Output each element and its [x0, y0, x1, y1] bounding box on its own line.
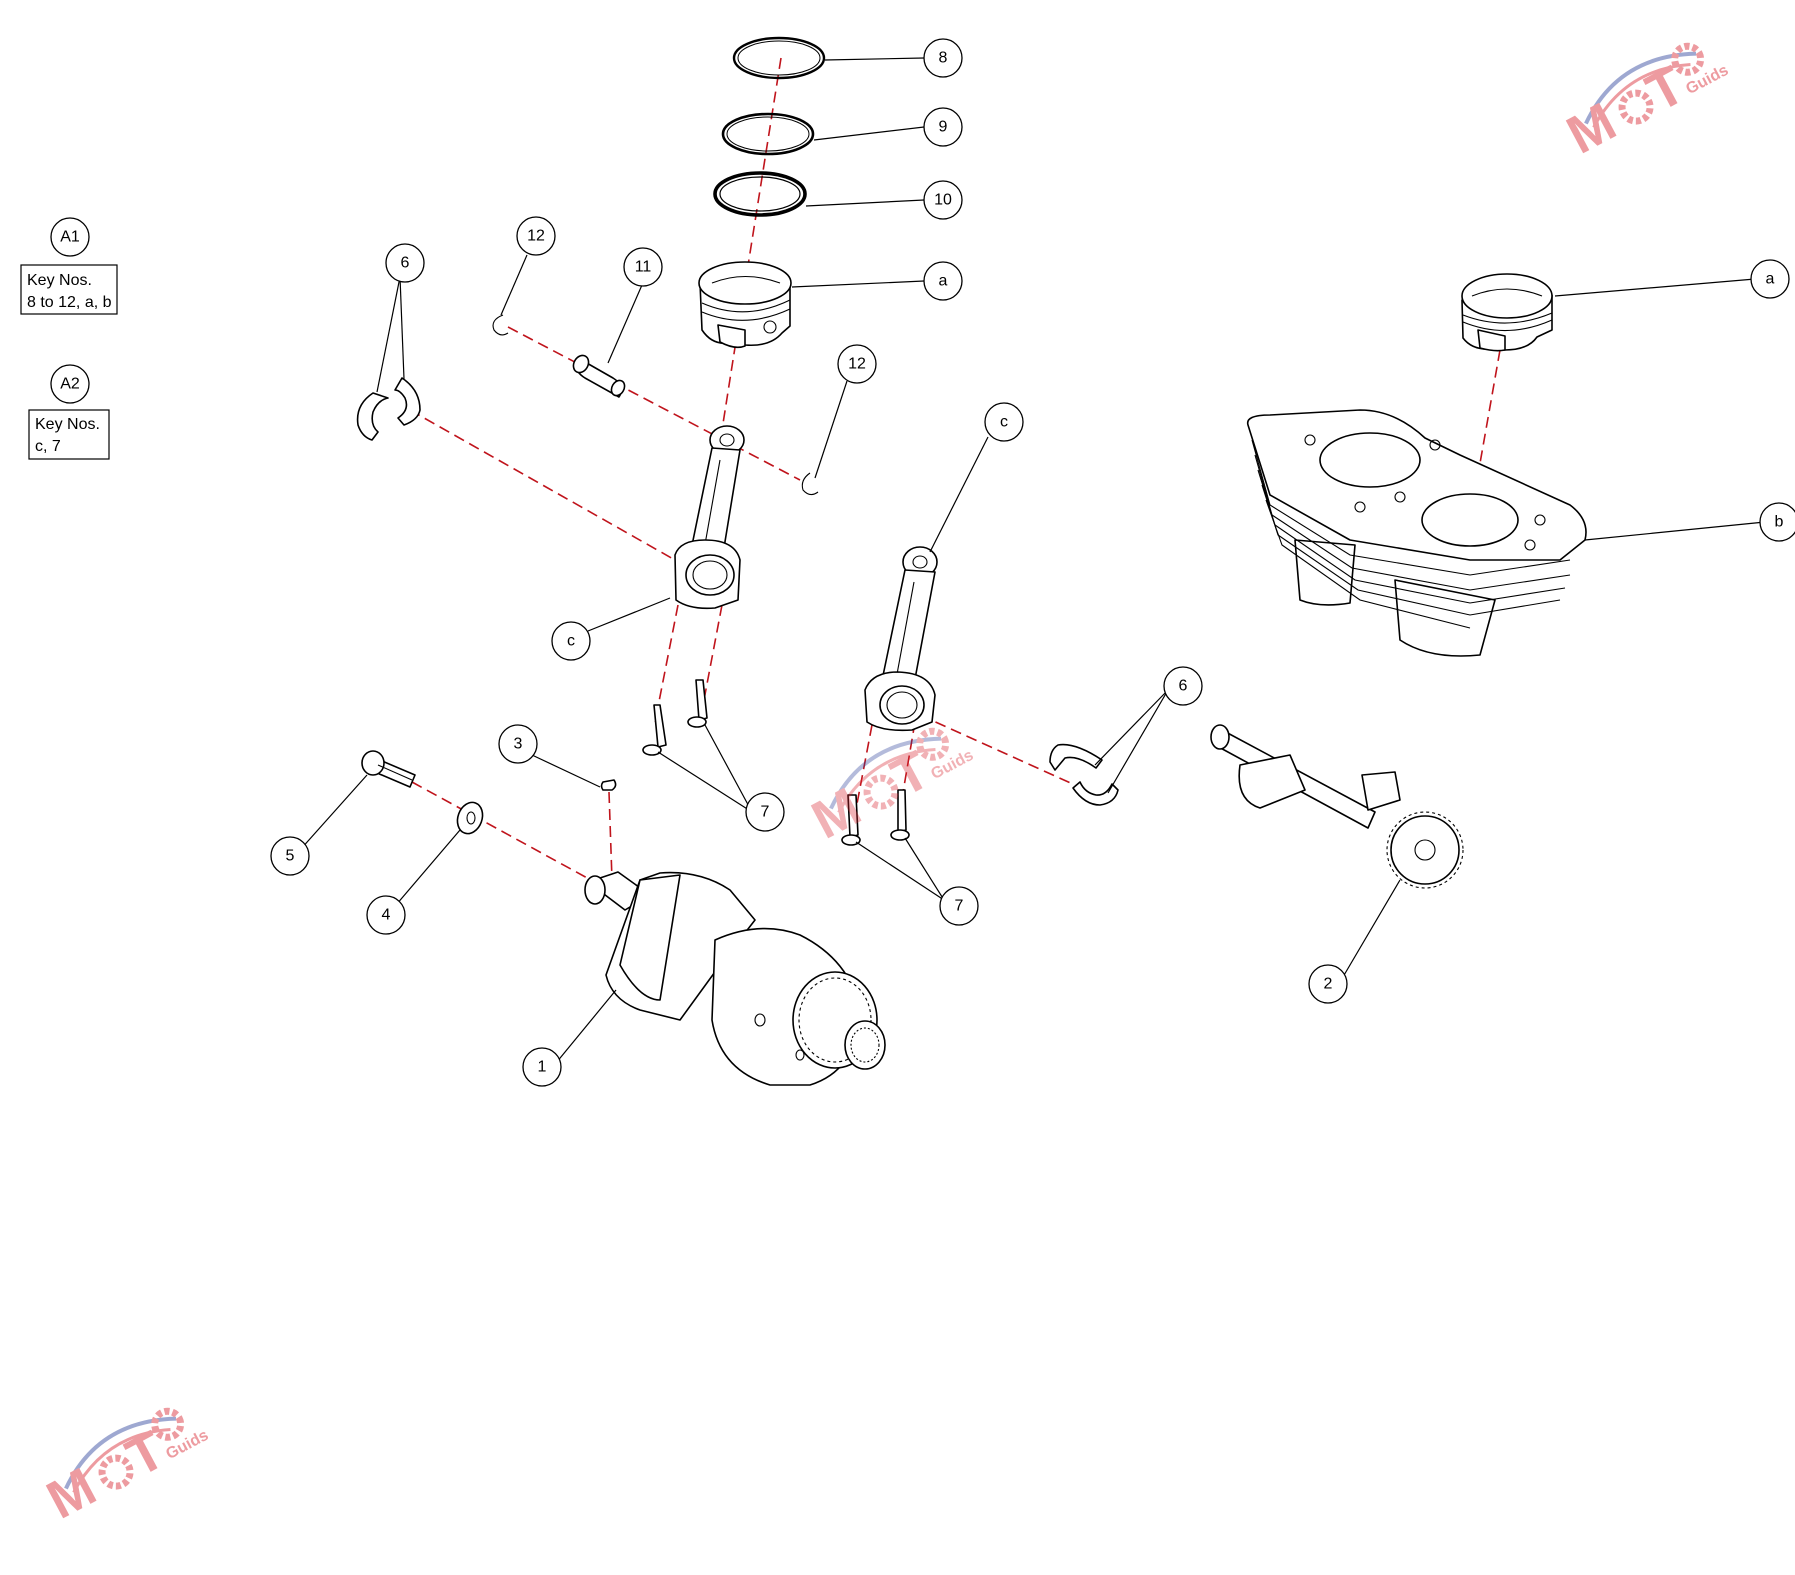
callout-2-label: 2 — [1324, 976, 1333, 993]
piston-ring-top — [732, 36, 826, 80]
callout-11: 11 — [623, 247, 663, 287]
group-a1-label: A1 — [60, 229, 80, 246]
callout-c-right: c — [984, 402, 1024, 442]
svg-text:Guids: Guids — [163, 1427, 211, 1463]
connecting-rod-right — [864, 546, 938, 732]
callout-7-right-label: 7 — [955, 898, 964, 915]
bearing-shell-upper-left — [356, 392, 389, 441]
callout-8: 8 — [923, 38, 963, 78]
circlip-left — [492, 314, 509, 336]
callout-12-right: 12 — [837, 344, 877, 384]
callout-7-right: 7 — [939, 886, 979, 926]
callout-c-right-label: c — [1000, 414, 1008, 431]
callout-2: 2 — [1308, 964, 1348, 1004]
callout-1-label: 1 — [538, 1059, 547, 1076]
callout-9-label: 9 — [939, 119, 948, 136]
bearing-shell-lower-right — [1072, 781, 1119, 806]
watermark-logo-top-right: M T Guids — [1557, 42, 1731, 166]
group-key-a2: A2 Key Nos. c, 7 — [28, 364, 110, 460]
woodruff-key — [600, 779, 617, 791]
callout-11-label: 11 — [635, 259, 652, 276]
callout-a-right-label: a — [1766, 271, 1775, 288]
callout-12-right-label: 12 — [848, 356, 866, 373]
rod-bolt-left-1 — [642, 704, 667, 756]
callout-10: 10 — [923, 180, 963, 220]
group-a2-line1: Key Nos. — [35, 416, 100, 433]
svg-text:M: M — [1557, 91, 1625, 165]
callout-5: 5 — [270, 836, 310, 876]
piston-pin — [572, 354, 626, 398]
svg-text:Guids: Guids — [1683, 62, 1731, 98]
callout-7-left: 7 — [745, 792, 785, 832]
callout-9: 9 — [923, 107, 963, 147]
callout-4-label: 4 — [382, 907, 391, 924]
callout-12-left: 12 — [516, 216, 556, 256]
piston-left — [698, 261, 792, 349]
callout-a-left: a — [923, 261, 963, 301]
callout-1: 1 — [522, 1047, 562, 1087]
watermark-logo-center: M T Guids — [802, 727, 976, 851]
piston-ring-oil — [713, 171, 807, 217]
circlip-right — [801, 472, 819, 496]
callout-6-right-label: 6 — [1179, 678, 1188, 695]
callout-6-left-label: 6 — [401, 255, 410, 272]
callout-8-label: 8 — [939, 50, 948, 67]
svg-text:M: M — [37, 1456, 105, 1530]
callout-12-left-label: 12 — [527, 228, 545, 245]
svg-text:Guids: Guids — [928, 747, 976, 783]
piston-ring-second — [721, 112, 815, 156]
bearing-shell-lower-left — [394, 377, 421, 426]
crankshaft — [584, 871, 886, 1086]
callout-a-right: a — [1750, 259, 1790, 299]
callout-3: 3 — [498, 724, 538, 764]
callout-4: 4 — [366, 895, 406, 935]
callout-c-left-label: c — [567, 633, 575, 650]
piston-right — [1461, 273, 1553, 352]
crank-washer — [456, 801, 484, 835]
callout-3-label: 3 — [514, 736, 523, 753]
callout-c-left: c — [551, 621, 591, 661]
rod-bolt-right-2 — [890, 789, 910, 841]
callout-b-label: b — [1775, 514, 1784, 531]
callout-a-left-label: a — [939, 273, 948, 290]
callout-5-label: 5 — [286, 848, 295, 865]
rod-bolt-right-1 — [841, 794, 861, 846]
balancer-shaft — [1210, 724, 1464, 889]
callout-b: b — [1759, 502, 1795, 542]
rod-bolt-left-2 — [687, 679, 708, 728]
watermark-logo-bottom-left: M T Guids — [37, 1407, 211, 1531]
group-key-a1: A1 Key Nos. 8 to 12, a, b — [20, 217, 118, 315]
group-a2-line2: c, 7 — [35, 438, 61, 455]
callout-10-label: 10 — [934, 192, 952, 209]
connecting-rod-left — [674, 425, 745, 610]
bearing-shell-upper-right — [1049, 743, 1103, 771]
cylinder-block — [1246, 409, 1587, 657]
callout-6-right: 6 — [1163, 666, 1203, 706]
group-a2-label: A2 — [60, 376, 80, 393]
leader-lines — [299, 57, 1766, 1064]
crank-bolt — [361, 750, 416, 788]
callout-6-left: 6 — [385, 243, 425, 283]
callout-7-left-label: 7 — [761, 804, 770, 821]
group-a1-line1: Key Nos. — [27, 272, 92, 289]
group-a1-line2: 8 to 12, a, b — [27, 294, 112, 311]
